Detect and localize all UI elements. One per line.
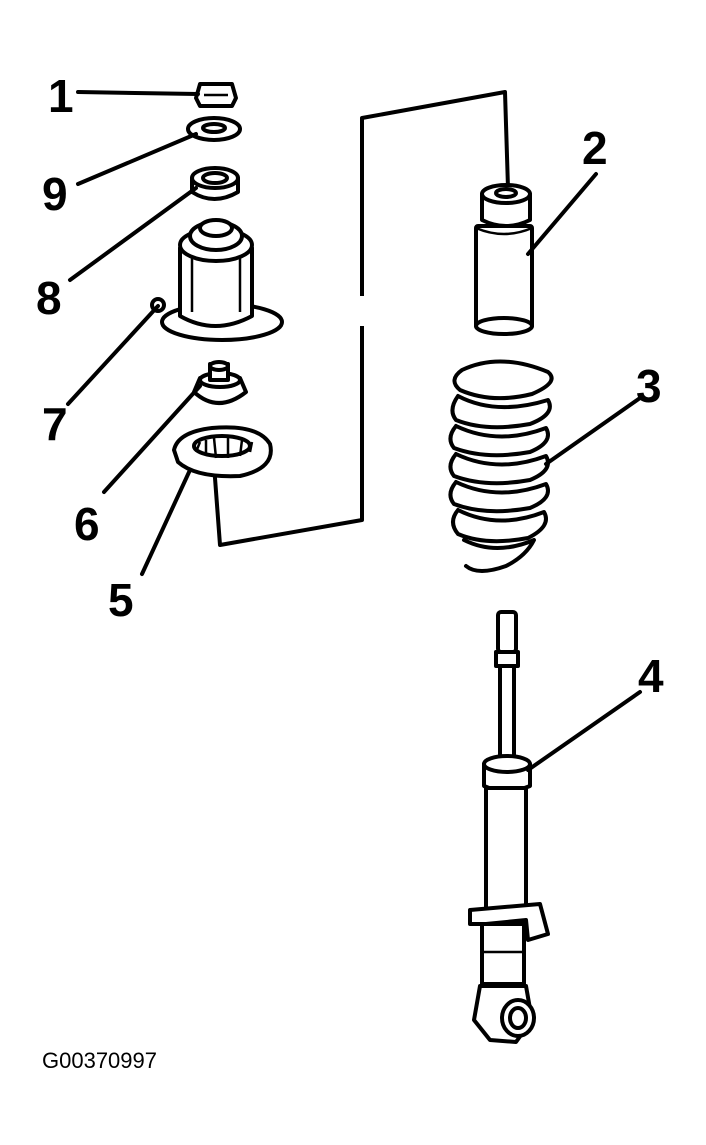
part-upper-mount <box>150 218 284 342</box>
part-bump-stop <box>192 360 248 405</box>
part-washer <box>186 116 242 142</box>
leader-9 <box>76 132 198 186</box>
callout-9: 9 <box>42 168 68 220</box>
callout-8: 8 <box>36 272 62 324</box>
callout-1: 1 <box>48 70 74 122</box>
part-lower-insulator <box>172 425 273 479</box>
figure-id: G00370997 <box>42 1048 157 1073</box>
leader-4 <box>526 690 642 772</box>
callout-5: 5 <box>108 574 134 626</box>
leader-2 <box>526 172 598 256</box>
leader-5 <box>140 468 192 576</box>
leader-1 <box>76 90 200 96</box>
callout-6: 6 <box>74 498 100 550</box>
callout-2: 2 <box>582 122 608 174</box>
part-nut <box>194 82 238 108</box>
part-bushing <box>190 166 240 201</box>
callout-4: 4 <box>638 650 664 702</box>
leader-3 <box>544 396 642 466</box>
part-shock-absorber <box>468 610 550 1044</box>
callout-3: 3 <box>636 360 662 412</box>
leader-6 <box>102 384 202 494</box>
leader-7 <box>66 304 160 406</box>
part-dust-boot <box>474 183 534 336</box>
leader-8 <box>68 186 198 282</box>
part-coil-spring <box>448 359 554 573</box>
callout-7: 7 <box>42 398 68 450</box>
